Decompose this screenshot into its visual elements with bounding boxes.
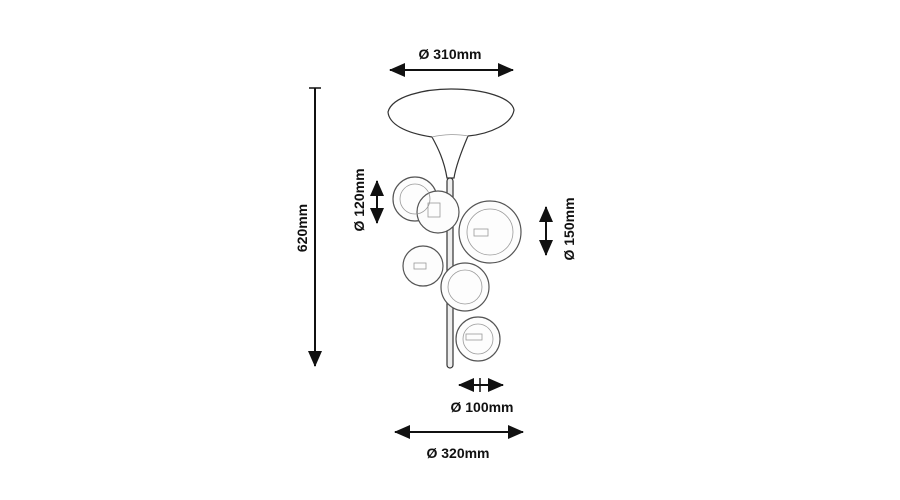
small-globe-diameter-label: Ø 120mm bbox=[351, 168, 367, 231]
rod-spread-label: Ø 100mm bbox=[450, 399, 513, 415]
globe bbox=[402, 245, 444, 287]
globe bbox=[416, 190, 460, 234]
canopy-diameter-label: Ø 310mm bbox=[418, 46, 481, 62]
height-label: 620mm bbox=[294, 204, 310, 252]
lamp-illustration bbox=[387, 88, 522, 369]
globe bbox=[458, 200, 522, 264]
canopy bbox=[387, 88, 515, 179]
overall-diameter-label: Ø 320mm bbox=[426, 445, 489, 461]
large-globe-diameter-label: Ø 150mm bbox=[561, 197, 577, 260]
globe bbox=[455, 316, 501, 362]
